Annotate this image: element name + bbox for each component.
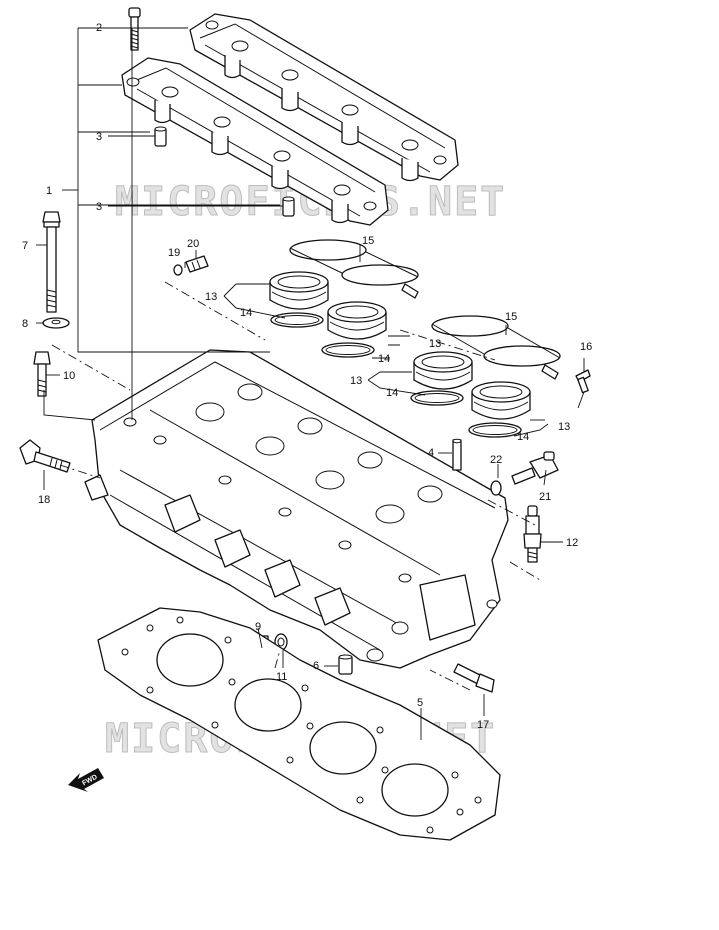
callout-3-lower: 3 xyxy=(96,201,102,213)
gasket-19 xyxy=(173,264,183,276)
callout-6: 6 xyxy=(313,660,319,672)
housing-bolt-2 xyxy=(128,7,141,51)
clamp-15-lower xyxy=(431,315,561,380)
callout-2: 2 xyxy=(96,22,102,34)
callout-8: 8 xyxy=(22,318,28,330)
dowel-pin-3-lower xyxy=(282,196,295,217)
callout-14-a: 14 xyxy=(240,307,252,319)
callout-5: 5 xyxy=(417,697,423,709)
callout-4: 4 xyxy=(428,447,434,459)
callout-13-b: 13 xyxy=(429,338,441,350)
bolt-18 xyxy=(19,439,71,473)
callout-14-d: 14 xyxy=(517,431,529,443)
o-ring-14-b xyxy=(321,342,375,358)
head-bolt-7 xyxy=(42,211,61,313)
o-ring-14-d xyxy=(468,422,522,438)
dowel-pin-3-upper xyxy=(154,126,167,147)
callout-7: 7 xyxy=(22,240,28,252)
screw-16 xyxy=(575,369,591,394)
forward-direction-arrow-icon: FWD xyxy=(68,768,104,792)
intake-pipe-13-c xyxy=(413,351,473,390)
callout-21: 21 xyxy=(539,491,551,503)
callout-15-a: 15 xyxy=(362,235,374,247)
o-ring-14-c xyxy=(410,390,464,406)
intake-pipe-13-b xyxy=(327,301,387,340)
stud-4 xyxy=(452,438,462,471)
callout-11: 11 xyxy=(276,671,287,683)
callout-12: 12 xyxy=(566,537,578,549)
head-gasket-5 xyxy=(97,607,501,841)
callout-14-b: 14 xyxy=(378,353,390,365)
clamp-15-upper xyxy=(289,239,419,299)
callout-14-c: 14 xyxy=(386,387,398,399)
camshaft-housing-exhaust xyxy=(189,13,459,182)
leader-lines xyxy=(36,27,585,740)
callout-9: 9 xyxy=(255,621,261,633)
callout-18: 18 xyxy=(38,494,50,506)
plug-20 xyxy=(185,255,209,273)
callout-22: 22 xyxy=(490,454,502,466)
o-ring-14-a xyxy=(270,312,324,328)
temperature-sensor-21 xyxy=(511,451,559,485)
callout-labels: 1 2 3 3 4 5 6 7 8 9 10 11 12 13 13 13 13… xyxy=(22,22,592,731)
callout-1: 1 xyxy=(46,185,52,197)
callout-10: 10 xyxy=(63,370,75,382)
cylinder-head xyxy=(84,349,509,669)
callout-20: 20 xyxy=(187,238,199,250)
bolt-10 xyxy=(33,351,51,397)
intake-pipe-13-d xyxy=(471,381,531,420)
callout-16: 16 xyxy=(580,341,592,353)
callout-17: 17 xyxy=(477,719,489,731)
spark-plug-12 xyxy=(523,505,542,563)
washer-8 xyxy=(42,317,70,329)
callout-13-c: 13 xyxy=(350,375,362,387)
o-ring-22 xyxy=(490,480,502,496)
callout-19: 19 xyxy=(168,247,180,259)
camshaft-housing-intake xyxy=(121,57,389,226)
dowel-pin-6 xyxy=(338,654,353,675)
callout-15-b: 15 xyxy=(505,311,517,323)
callout-13-a: 13 xyxy=(205,291,217,303)
intake-pipe-13-a xyxy=(269,271,329,310)
callout-13-d: 13 xyxy=(558,421,570,433)
bolt-17 xyxy=(453,663,495,693)
callout-3-upper: 3 xyxy=(96,131,102,143)
